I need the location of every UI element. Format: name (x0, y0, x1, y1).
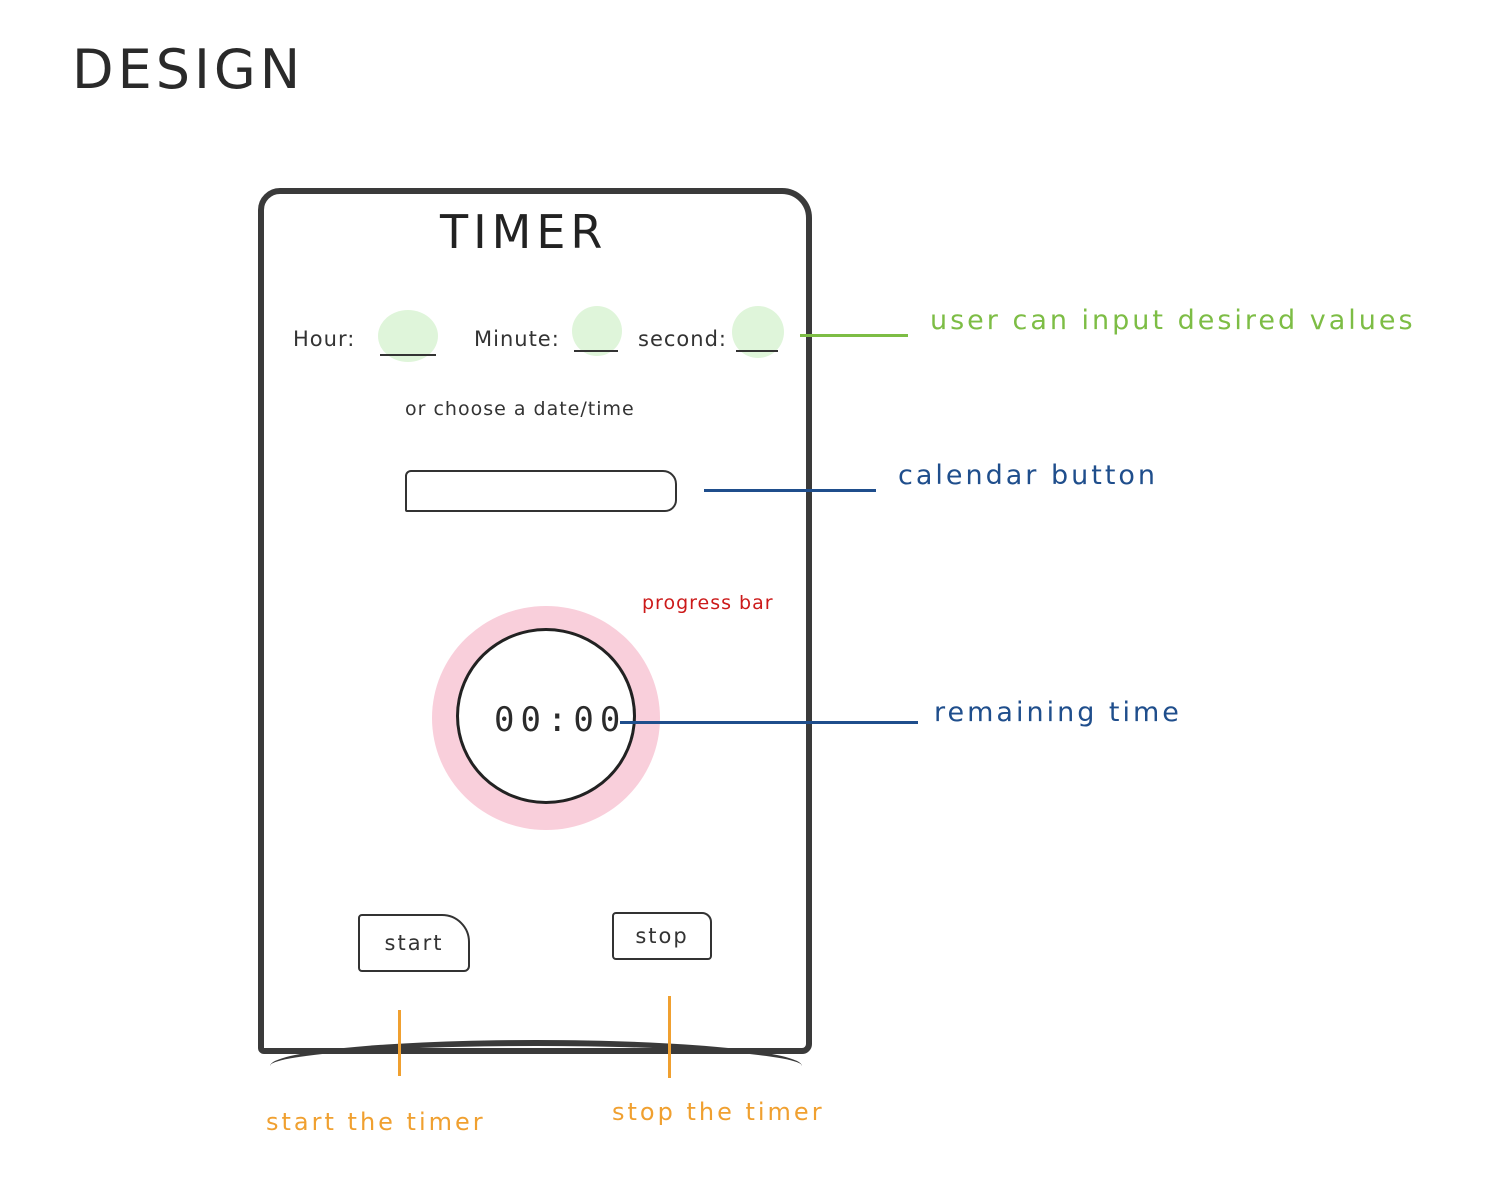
remaining-time: 00:00 (494, 700, 627, 740)
phone-bottom-edge (270, 1040, 802, 1066)
second-label: second: (638, 327, 727, 351)
second-input[interactable] (732, 306, 784, 358)
minute-label: Minute: (474, 327, 560, 351)
start-button[interactable]: start (358, 914, 470, 972)
timer-circle (456, 628, 636, 804)
progress-annotation: progress bar (642, 592, 774, 614)
remaining-annotation: remaining time (934, 697, 1182, 728)
minute-input-underline (574, 350, 618, 352)
remaining-annotation-line (620, 721, 918, 724)
calendar-button[interactable] (405, 470, 677, 512)
inputs-annotation: user can input desired values (930, 305, 1416, 336)
hour-input[interactable] (378, 310, 438, 362)
start-annotation: start the timer (266, 1108, 486, 1136)
hour-input-underline (380, 354, 436, 356)
page-title: DESIGN (72, 38, 305, 101)
stop-button[interactable]: stop (612, 912, 712, 960)
inputs-annotation-line (800, 334, 908, 337)
hour-label: Hour: (293, 327, 356, 351)
app-title: TIMER (440, 205, 608, 259)
second-input-underline (736, 350, 778, 352)
calendar-annotation-line (704, 489, 876, 492)
calendar-annotation: calendar button (898, 460, 1159, 491)
stop-annotation: stop the timer (612, 1098, 825, 1126)
choose-date-text: or choose a date/time (405, 398, 635, 420)
stop-annotation-line (668, 996, 671, 1078)
start-annotation-line (398, 1010, 401, 1076)
minute-input[interactable] (572, 306, 622, 356)
